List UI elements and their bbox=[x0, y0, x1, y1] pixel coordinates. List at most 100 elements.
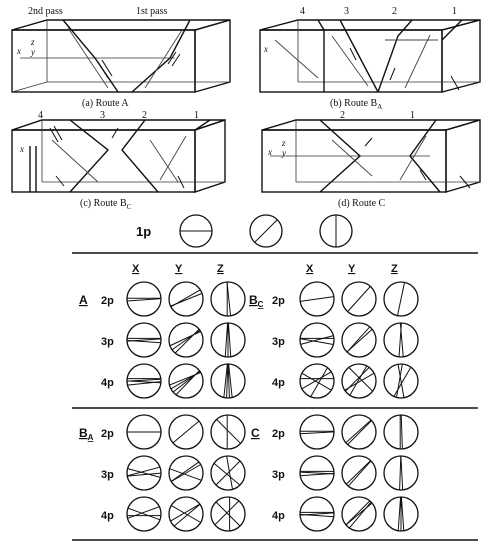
group-label-main: B bbox=[249, 293, 258, 307]
route-ba-pass4-z-circle bbox=[210, 496, 246, 532]
route-caption-subscript: C bbox=[127, 203, 132, 211]
billet-end-face bbox=[194, 119, 226, 193]
shear-direction-arrow bbox=[419, 169, 427, 181]
route-bc-pass2-z-circle bbox=[383, 281, 419, 317]
shear-line bbox=[399, 135, 427, 181]
route-ba-pass2-z-circle bbox=[210, 414, 246, 450]
group-label-ba: BA bbox=[79, 426, 94, 442]
axis-label-x: x bbox=[16, 46, 21, 56]
axis-label-y: y bbox=[281, 148, 286, 158]
route-ba-pass2-x-circle bbox=[126, 414, 162, 450]
shear-line bbox=[331, 139, 373, 177]
pass-label: 3 bbox=[100, 110, 105, 121]
axis-label-z: z bbox=[30, 37, 35, 47]
pass-label: 3 bbox=[344, 6, 349, 17]
route-caption: (a) Route A bbox=[82, 98, 129, 109]
shear-plane-pass-1 bbox=[194, 119, 211, 131]
billet-end-face bbox=[194, 19, 231, 93]
shear-plane-2nd-pass bbox=[62, 19, 119, 93]
pass-label: 2nd pass bbox=[28, 6, 63, 17]
route-a-pass3-x-circle bbox=[126, 322, 162, 358]
shear-trace bbox=[396, 282, 406, 316]
shear-direction-arrow bbox=[97, 61, 109, 79]
shear-trace bbox=[300, 296, 334, 302]
group-label-subscript: C bbox=[258, 300, 264, 309]
shear-trace bbox=[400, 455, 404, 490]
shear-trace bbox=[399, 322, 404, 357]
shear-trace bbox=[127, 466, 161, 477]
route-bc-pass3-z-circle bbox=[383, 322, 419, 358]
shear-trace bbox=[173, 503, 201, 527]
shear-trace bbox=[127, 472, 162, 477]
shear-trace bbox=[175, 370, 200, 396]
pass-label: 1 bbox=[452, 6, 457, 17]
route-bc-pass3-y-circle bbox=[341, 322, 377, 358]
axis-label-x: x bbox=[19, 144, 24, 154]
pass-label: 2 bbox=[392, 6, 397, 17]
route-ba-pass4-x-circle bbox=[126, 496, 162, 532]
billet-hidden-edge bbox=[11, 20, 48, 93]
route-ba-pass3-x-circle bbox=[126, 455, 162, 491]
shear-trace bbox=[344, 372, 375, 391]
one-pass-label: 1p bbox=[136, 224, 151, 239]
shear-trace bbox=[300, 335, 334, 345]
pass-label: 2 bbox=[142, 110, 147, 121]
shear-trace bbox=[347, 420, 372, 445]
shear-line bbox=[331, 35, 369, 87]
route-ba-pass3-y-circle bbox=[168, 455, 204, 491]
shear-trace bbox=[299, 513, 334, 518]
shear-trace bbox=[171, 464, 201, 482]
shear-trace bbox=[397, 496, 402, 531]
shear-line bbox=[144, 29, 183, 89]
shear-trace bbox=[345, 460, 372, 485]
axis-label-z: z bbox=[281, 138, 286, 148]
billet-top-face bbox=[11, 119, 226, 131]
shear-direction-arrow bbox=[53, 125, 63, 141]
shear-line bbox=[51, 139, 99, 183]
shear-direction-arrow bbox=[353, 45, 361, 59]
route-caption-main: (b) Route B bbox=[330, 98, 378, 109]
route-bc-billet: 4 3 2 1 x (c) Route BC bbox=[11, 110, 226, 211]
shear-direction-arrow bbox=[167, 51, 177, 65]
row-label: 2p bbox=[101, 428, 114, 440]
route-bc-pass4-x-circle bbox=[299, 363, 335, 399]
pass-label: 1 bbox=[410, 110, 415, 121]
billet-front-face bbox=[259, 29, 443, 93]
row-label: 3p bbox=[101, 469, 114, 481]
shear-direction-arrow bbox=[349, 47, 357, 61]
shear-direction-arrow bbox=[101, 59, 113, 77]
shear-direction-arrow bbox=[389, 67, 396, 81]
route-a-pass2-y-circle bbox=[168, 281, 204, 317]
shear-direction-arrow bbox=[177, 175, 185, 189]
shear-pattern-grid bbox=[126, 281, 419, 532]
shear-trace bbox=[348, 366, 374, 392]
shear-trace bbox=[301, 371, 332, 390]
route-a-pass4-y-circle bbox=[168, 363, 204, 399]
axis-label-x: x bbox=[263, 44, 268, 54]
shear-trace bbox=[127, 468, 161, 478]
route-c-pass4-y-circle bbox=[341, 496, 377, 532]
route-ba-pass3-z-circle bbox=[210, 455, 246, 491]
pole-figure-circle bbox=[341, 363, 377, 399]
shear-trace bbox=[349, 365, 368, 396]
group-label-subscript: A bbox=[88, 433, 94, 442]
route-a-pass2-z-circle bbox=[210, 281, 246, 317]
row-label: 4p bbox=[101, 510, 114, 522]
shear-trace bbox=[345, 419, 372, 444]
axis-label-x: x bbox=[267, 147, 272, 157]
pole-figure-circle bbox=[210, 414, 246, 450]
shear-plane-1st-pass bbox=[131, 19, 191, 93]
shear-trace bbox=[127, 298, 162, 302]
route-bc-pass3-x-circle bbox=[299, 322, 335, 358]
pole-figure-circle bbox=[210, 281, 246, 317]
route-ba-pass4-y-circle bbox=[168, 496, 204, 532]
shear-trace bbox=[170, 503, 201, 522]
route-c-pass3-x-circle bbox=[299, 455, 335, 491]
route-a-pass4-x-circle bbox=[126, 363, 162, 399]
shear-trace bbox=[169, 468, 202, 481]
pass-label: 4 bbox=[38, 110, 43, 121]
column-header-x: X bbox=[306, 263, 314, 275]
shear-trace bbox=[172, 420, 200, 444]
shear-trace bbox=[216, 419, 241, 444]
route-c-billet: 2 1 z x y (d) Route C bbox=[261, 110, 481, 209]
